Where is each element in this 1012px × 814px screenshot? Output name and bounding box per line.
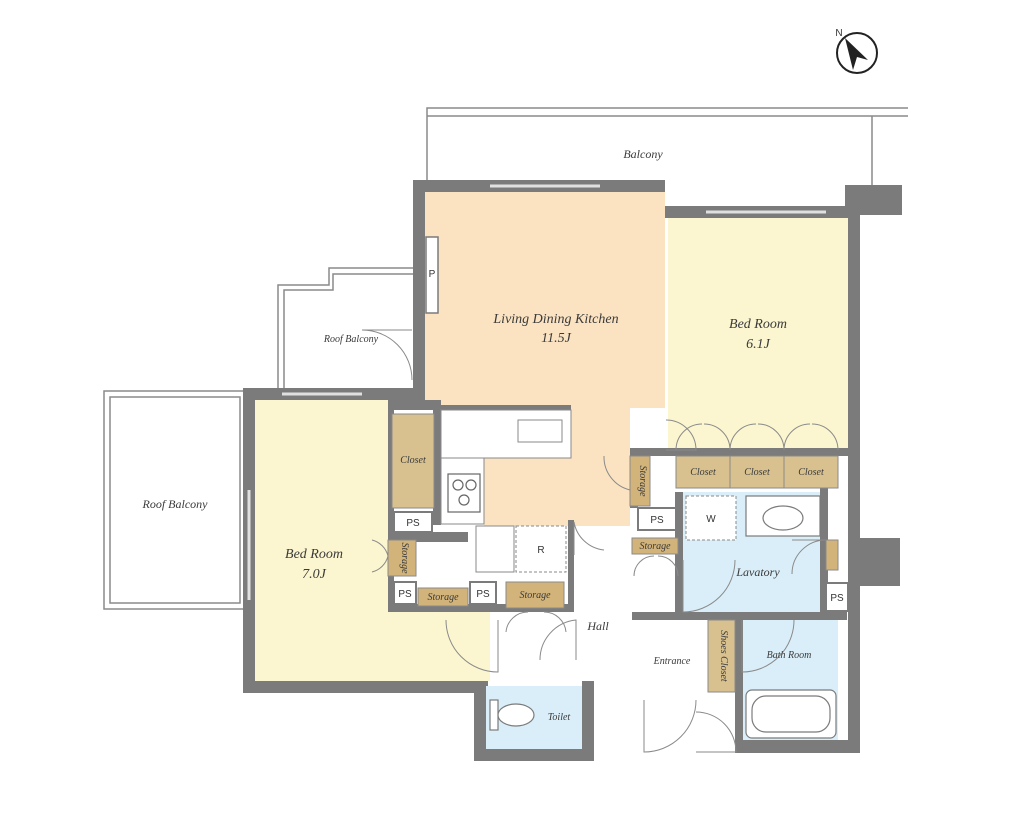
shoes-closet-label: Shoes Closet — [718, 630, 729, 682]
closet-left — [391, 413, 435, 509]
interior-walls — [388, 400, 848, 753]
bedroom-right-name: Bed Room — [729, 317, 787, 332]
storage-2-label: Storage — [639, 541, 671, 552]
ldk-fill — [425, 192, 665, 408]
closet-right-1-label: Closet — [690, 467, 716, 478]
closet-left-label: Closet — [400, 455, 426, 466]
toilet-label: Toilet — [548, 712, 571, 723]
cooktop-icon — [447, 473, 481, 513]
entrance-label: Entrance — [653, 656, 691, 667]
windows — [247, 184, 826, 600]
bath-label: Bath Room — [767, 650, 812, 661]
balcony — [426, 107, 908, 190]
closet-right-3-label: Closet — [798, 467, 824, 478]
ps-label-1: PS — [406, 518, 420, 529]
storage-3 — [387, 539, 417, 577]
storage-5 — [505, 581, 565, 609]
toilet-icon — [489, 699, 535, 731]
lavatory-label: Lavatory — [735, 565, 780, 579]
shoes-closet — [707, 619, 736, 693]
ldk-size: 11.5J — [541, 331, 571, 346]
lav-storage-strip — [825, 539, 839, 571]
ps-label-2: PS — [398, 589, 412, 600]
roof-balcony-top — [277, 267, 413, 388]
p-shaft — [425, 236, 439, 314]
sink-icon — [745, 495, 821, 537]
fridge — [515, 525, 567, 573]
washer-label: W — [706, 514, 716, 525]
pantry-box — [475, 525, 515, 573]
bathtub-icon — [745, 689, 837, 739]
compass-north-label: N — [835, 28, 842, 39]
closet-right-2 — [729, 455, 785, 489]
bedroom-right-size: 6.1J — [746, 337, 771, 352]
ldk-name: Living Dining Kitchen — [492, 312, 618, 327]
storage-5-label: Storage — [519, 590, 551, 601]
storage-3-label: Storage — [399, 542, 410, 574]
bedroom-left-fill-lower — [255, 610, 490, 681]
fridge-label: R — [537, 545, 544, 556]
ps-boxes — [393, 507, 849, 612]
washer — [685, 495, 737, 541]
doors — [361, 329, 827, 753]
ps-label-4: PS — [650, 515, 664, 526]
hall-label: Hall — [586, 619, 609, 633]
bedroom-left-size: 7.0J — [302, 567, 327, 582]
storage-4 — [417, 587, 469, 607]
bedroom-right-fill — [668, 218, 848, 448]
p-label: P — [429, 269, 436, 280]
ps-label-5: PS — [830, 593, 844, 604]
storage-4-label: Storage — [427, 592, 459, 603]
storage-1-label: Storage — [637, 465, 648, 497]
roof-balcony-top-label: Roof Balcony — [323, 334, 379, 345]
balcony-label: Balcony — [623, 147, 663, 161]
compass-icon: N — [835, 28, 878, 74]
bedroom-left-name: Bed Room — [285, 547, 343, 562]
storage-2 — [631, 537, 679, 555]
closet-doors — [675, 423, 839, 451]
ps-label-3: PS — [476, 589, 490, 600]
closet-right-2-label: Closet — [744, 467, 770, 478]
roof-balcony-left-label: Roof Balcony — [142, 497, 209, 511]
closet-right-3 — [783, 455, 839, 489]
